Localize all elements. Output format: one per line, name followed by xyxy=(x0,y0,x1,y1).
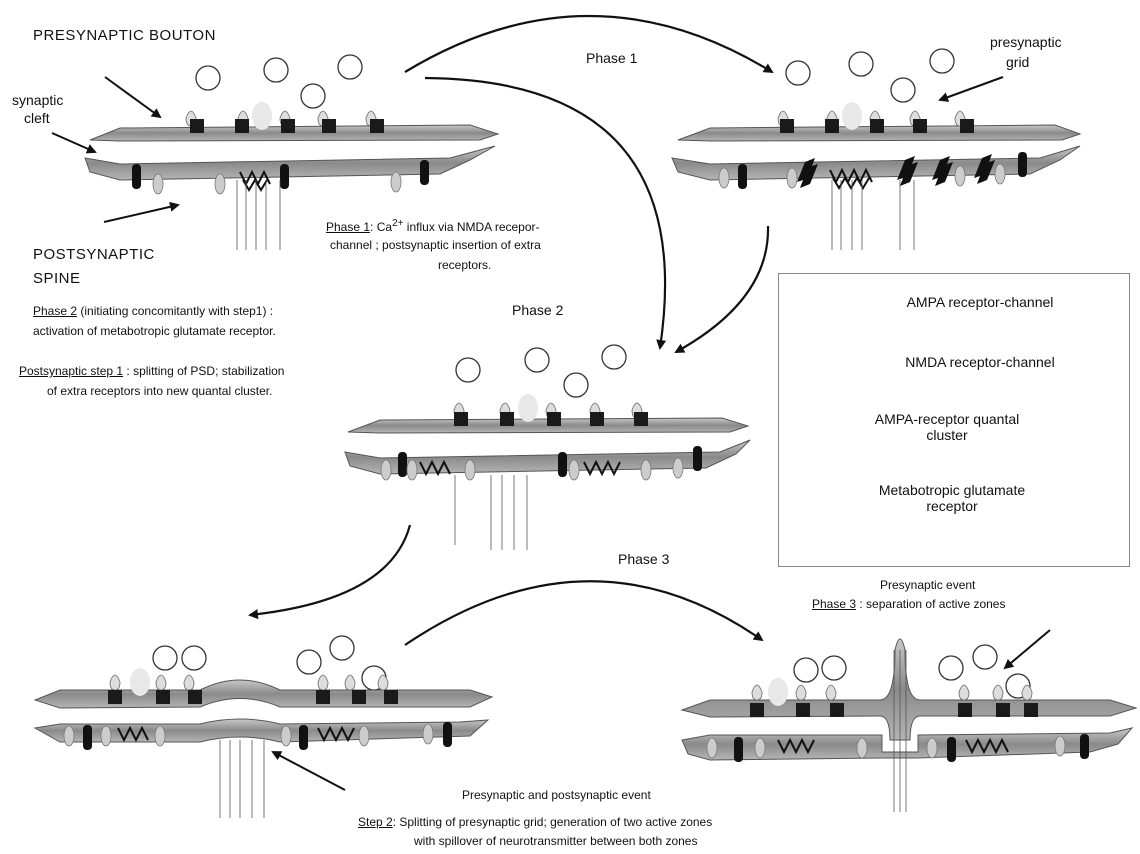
step2-note-head: Step 2 xyxy=(358,815,393,829)
vesicle xyxy=(195,65,221,91)
post-step1-note: Postsynaptic step 1 : splitting of PSD; … xyxy=(19,364,284,378)
label-synaptic: synaptic xyxy=(12,92,64,108)
vesicle xyxy=(848,51,874,77)
post-step1-line2: of extra receptors into new quantal clus… xyxy=(47,384,273,398)
metabotropic-receptors xyxy=(132,160,429,189)
arrow-to-phase2-b xyxy=(674,225,770,353)
arrow-phase1 xyxy=(404,15,774,74)
vesicle xyxy=(1005,673,1031,699)
prepost-event-label: Presynaptic and postsynaptic event xyxy=(462,788,651,802)
vesicles xyxy=(195,54,363,109)
legend-mglu-label: Metabotropic glutamate receptor xyxy=(878,482,1026,514)
ampa-receptors xyxy=(797,154,995,188)
pointer-arrows xyxy=(51,76,1051,791)
vesicle xyxy=(785,60,811,86)
phase2-note-a: (initiating concomitantly with step1) : xyxy=(77,304,274,318)
arrow-step2-to-phase3 xyxy=(404,580,764,646)
grid-blocks xyxy=(190,119,384,133)
arrow-to-phase2-a xyxy=(424,76,667,350)
legend xyxy=(778,273,1130,567)
phase1-note-line3: receptors. xyxy=(438,258,492,272)
label-grid: grid xyxy=(1006,54,1030,70)
label-spine: SPINE xyxy=(33,270,81,287)
phase1-note: Phase 1: Ca2+ influx via NMDA recepor- xyxy=(326,218,540,234)
phase2-title: Phase 2 xyxy=(512,302,564,318)
phase3-note-a: : separation of active zones xyxy=(856,597,1006,611)
pointer-spine xyxy=(103,201,180,223)
phase2-note-line2: activation of metabotropic glutamate rec… xyxy=(33,324,276,338)
post-step1-a: : splitting of PSD; stabilization xyxy=(123,364,285,378)
legend-cluster-label: AMPA-receptor quantal cluster xyxy=(874,411,1020,443)
phase1-note-sup: 2+ xyxy=(392,218,404,229)
vesicle xyxy=(563,372,589,398)
legend-ampa-label: AMPA receptor-channel xyxy=(906,294,1054,310)
pointer-cleft xyxy=(51,132,97,154)
arrow-phase2-to-step2 xyxy=(248,524,412,620)
pointer-bouton xyxy=(104,76,162,119)
quantal-cluster xyxy=(239,169,271,192)
label-postsynaptic: POSTSYNAPTIC xyxy=(33,246,155,263)
vesicle xyxy=(938,655,964,681)
legend-nmda-label: NMDA receptor-channel xyxy=(905,354,1055,370)
vesicle xyxy=(455,357,481,383)
synapse-phase1 xyxy=(671,48,1082,250)
vesicle xyxy=(793,657,819,683)
vesicle xyxy=(524,347,550,373)
psd-lines xyxy=(236,180,281,250)
post-nmda xyxy=(152,171,402,195)
post-step1-head: Postsynaptic step 1 xyxy=(19,364,124,378)
vesicle xyxy=(263,57,289,83)
postsynaptic-membrane xyxy=(84,145,496,181)
synapse-initial xyxy=(84,54,500,250)
presynaptic-event-label: Presynaptic event xyxy=(880,578,976,592)
phase1-title: Phase 1 xyxy=(586,50,638,66)
phase3-note: Phase 3 : separation of active zones xyxy=(812,597,1005,611)
vesicle xyxy=(337,54,363,80)
synapse-step2 xyxy=(33,635,494,818)
phase2-note: Phase 2 (initiating concomitantly with s… xyxy=(33,304,273,318)
phase2-note-head: Phase 2 xyxy=(33,304,78,318)
phase1-note-line2: channel ; postsynaptic insertion of extr… xyxy=(330,238,541,252)
vesicle xyxy=(152,645,178,671)
step2-note: Step 2: Splitting of presynaptic grid; g… xyxy=(358,815,712,829)
phase1-note-head: Phase 1 xyxy=(326,220,371,234)
pointer-step2 xyxy=(271,751,346,791)
vesicle xyxy=(601,344,627,370)
vesicle xyxy=(929,48,955,74)
synapse-phase2 xyxy=(344,344,751,550)
phase3-title: Phase 3 xyxy=(618,551,670,567)
vesicle xyxy=(821,655,847,681)
vesicle xyxy=(296,649,322,675)
vesicle xyxy=(181,645,207,671)
pointer-grid xyxy=(938,76,1004,102)
vesicle xyxy=(300,83,326,109)
vesicle xyxy=(890,77,916,103)
label-presynaptic: presynaptic xyxy=(990,34,1062,50)
vesicle xyxy=(329,635,355,661)
pointer-active-zones xyxy=(1003,629,1051,670)
release-glow xyxy=(252,102,272,130)
label-presynaptic-bouton: PRESYNAPTIC BOUTON xyxy=(33,27,216,44)
step2-note-line2: with spillover of neurotransmitter betwe… xyxy=(414,834,698,848)
vesicle xyxy=(972,644,998,670)
vesicles xyxy=(785,48,955,103)
phase1-note-a: : Ca xyxy=(370,220,393,234)
label-cleft: cleft xyxy=(24,110,50,126)
synapse-phase3 xyxy=(680,638,1138,812)
phase3-note-head: Phase 3 xyxy=(812,597,857,611)
step2-note-a: : Splitting of presynaptic grid; generat… xyxy=(392,815,713,829)
flow-arrows xyxy=(248,15,774,646)
phase1-note-b: influx via NMDA recepor- xyxy=(403,220,540,234)
